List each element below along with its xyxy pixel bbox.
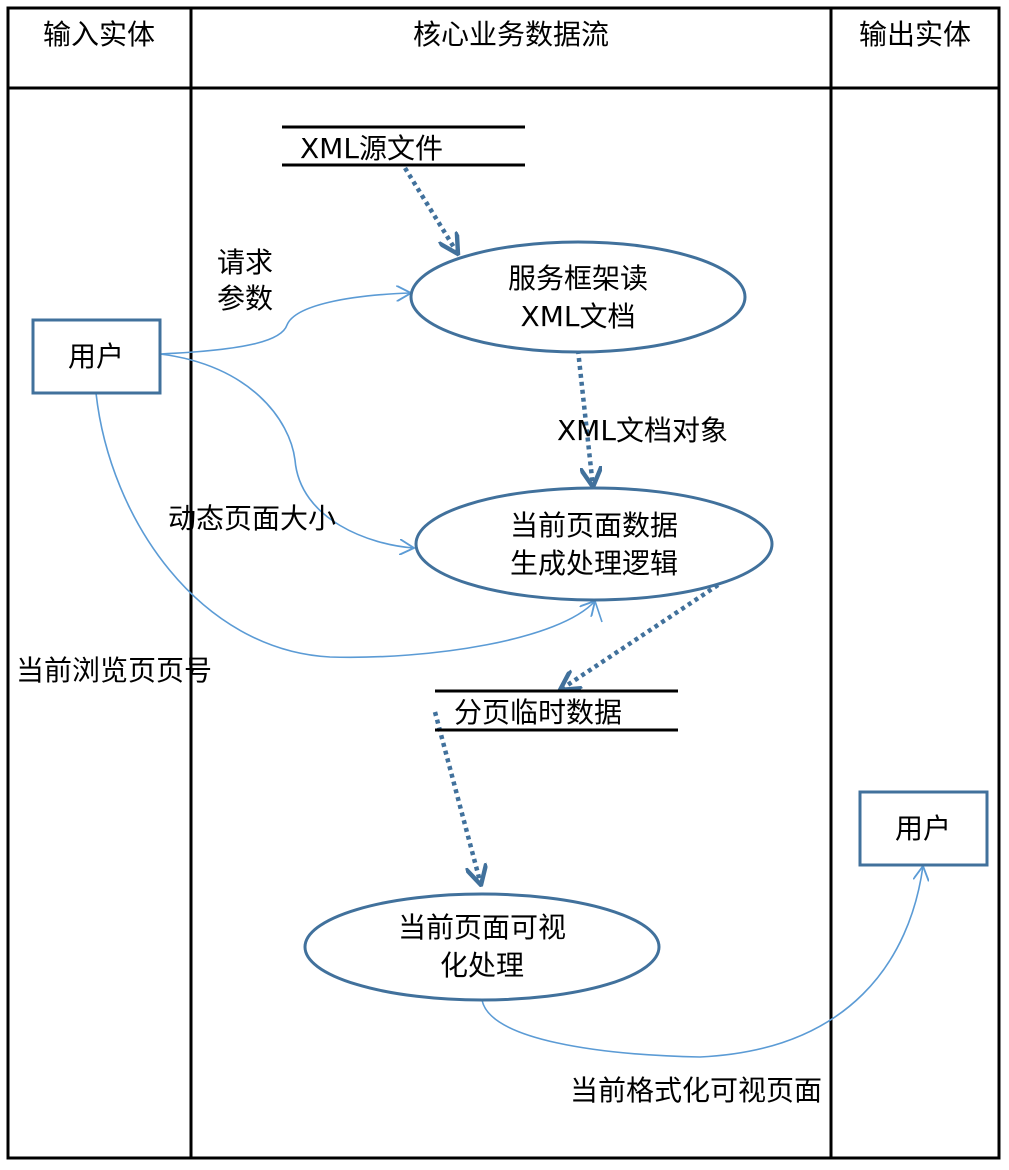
process-label: 生成处理逻辑 — [510, 547, 678, 580]
flow-label-request-2: 参数 — [217, 282, 273, 315]
process-label: 服务框架读 — [508, 262, 648, 295]
entity-input-user: 用户 — [31, 318, 162, 395]
data-store-label: 分页临时数据 — [454, 696, 622, 729]
flow-label-current-page-no: 当前浏览页页号 — [16, 654, 212, 687]
flow-label-xml-doc-object: XML文档对象 — [557, 414, 728, 447]
process-label: 当前页面可视 — [398, 911, 566, 944]
flow-xml-source-to-read — [403, 166, 458, 254]
process-visualize: 当前页面可视 化处理 — [303, 892, 661, 1002]
flow-formatted-page — [481, 866, 923, 1058]
entity-output-user: 用户 — [858, 790, 989, 867]
flow-request-params — [159, 293, 411, 355]
flow-dynamic-page-size — [159, 353, 414, 548]
flow-paging-to-visualize — [432, 711, 481, 885]
entity-label: 用户 — [68, 340, 124, 373]
arrow-tick — [594, 600, 603, 623]
flow-current-page-no — [95, 392, 595, 659]
flow-label-formatted-page: 当前格式化可视页面 — [570, 1074, 822, 1107]
flow-label-dynamic-page-size: 动态页面大小 — [168, 502, 336, 535]
swimlane-frame — [6, 6, 1001, 1160]
process-label: XML文档 — [521, 300, 636, 333]
process-label: 化处理 — [440, 949, 524, 982]
data-store-paging-temp: 分页临时数据 — [435, 689, 678, 732]
lane-header-core: 核心业务数据流 — [413, 18, 609, 51]
data-store-label: XML源文件 — [300, 132, 443, 165]
process-page-logic: 当前页面数据 生成处理逻辑 — [414, 486, 774, 602]
process-label: 当前页面数据 — [510, 509, 678, 542]
entity-label: 用户 — [895, 812, 951, 845]
data-store-xml-source: XML源文件 — [282, 125, 525, 167]
flow-label-request-1: 请求 — [217, 246, 273, 279]
flow-xml-doc-object — [575, 349, 593, 487]
process-read-xml: 服务框架读 XML文档 — [409, 240, 747, 354]
lane-header-input: 输入实体 — [43, 18, 155, 51]
lane-header-output: 输出实体 — [859, 18, 971, 51]
